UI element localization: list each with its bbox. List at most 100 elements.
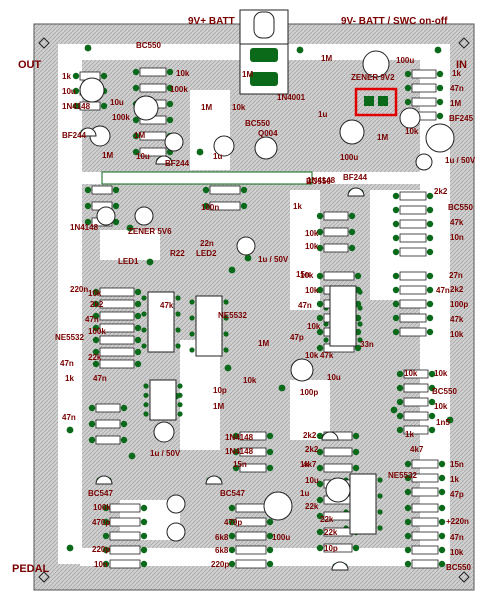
transistor-body [331, 561, 349, 571]
pad [232, 432, 240, 440]
pad [357, 321, 363, 327]
component-body [403, 369, 429, 379]
component-label: 100p [450, 300, 468, 309]
component-label: 47n [298, 301, 312, 310]
pad [84, 202, 92, 210]
component-body [399, 233, 427, 243]
pad [92, 360, 100, 368]
pad [92, 324, 100, 332]
pad [357, 305, 363, 311]
pad [120, 436, 128, 444]
pad [404, 474, 412, 482]
pad [392, 234, 400, 242]
pad [140, 532, 148, 540]
pad [316, 448, 324, 456]
pad [316, 244, 324, 252]
component-label: 1u [213, 152, 222, 161]
pad [396, 412, 404, 420]
component-label: +220n [446, 517, 469, 526]
component-label: NE5532 [218, 311, 247, 320]
pad [266, 532, 274, 540]
component-label: 10k [305, 286, 319, 295]
component-label: 1M [321, 54, 332, 63]
pad [266, 546, 274, 554]
pad [436, 98, 444, 106]
component-label: 22k [88, 353, 102, 362]
pad [202, 202, 210, 210]
component-label: 10k [307, 322, 321, 331]
component-label: 10k [305, 242, 319, 251]
pad [316, 314, 324, 322]
component-body [411, 83, 437, 93]
pad [266, 518, 274, 526]
pad [244, 254, 252, 262]
transistor-body [347, 187, 365, 197]
pad [72, 102, 80, 110]
capacitor-body [236, 236, 256, 256]
component-label: 22n [200, 239, 214, 248]
component-body [323, 543, 353, 553]
pad [316, 300, 324, 308]
pad [232, 448, 240, 456]
pad [132, 68, 140, 76]
pad [348, 244, 356, 252]
pad [404, 546, 412, 554]
pad [166, 84, 174, 92]
component-label: 15n [233, 460, 247, 469]
pad [426, 248, 434, 256]
pad [348, 212, 356, 220]
pad [92, 288, 100, 296]
pad [392, 328, 400, 336]
component-label: 1k [293, 202, 302, 211]
component-body [411, 473, 439, 483]
component-label: 47p [450, 490, 464, 499]
component-label: 22k [320, 515, 334, 524]
pad [132, 84, 140, 92]
pad [436, 112, 444, 120]
component-body [235, 559, 267, 569]
batt-minus-label: 9V- BATT / SWC on-off [341, 16, 448, 27]
pin-header [101, 171, 313, 185]
pad [377, 493, 383, 499]
component-label: 10p [324, 544, 338, 553]
pad [240, 202, 248, 210]
component-label: NE5532 [388, 471, 417, 480]
pad [240, 186, 248, 194]
component-label: 1N4001 [277, 93, 306, 102]
transistor-body [155, 155, 173, 165]
component-body [399, 247, 427, 257]
component-body [95, 403, 121, 413]
component-label: LED2 [196, 249, 217, 258]
pad [140, 518, 148, 526]
component-label: 10n [450, 233, 464, 242]
component-body [99, 311, 135, 321]
in-label: IN [456, 59, 467, 71]
component-body [95, 435, 121, 445]
pad [92, 336, 100, 344]
component-label: 10u [327, 373, 341, 382]
component-label: 1M [201, 103, 212, 112]
component-label: 1u / 50V [258, 255, 289, 264]
pad [120, 420, 128, 428]
pad [404, 560, 412, 568]
capacitor-body [254, 136, 278, 160]
pad [72, 72, 80, 80]
pad [428, 384, 436, 392]
pad [348, 228, 356, 236]
component-label: 220p [92, 545, 110, 554]
component-label: 470p [92, 518, 110, 527]
component-label: 10u [110, 98, 124, 107]
pad [438, 532, 446, 540]
pad [404, 460, 412, 468]
component-label: 10u [305, 476, 319, 485]
component-label: 10u [136, 152, 150, 161]
component-label: 2k2 [434, 187, 448, 196]
component-body [235, 545, 267, 555]
pad [140, 546, 148, 554]
component-label: 1M [213, 402, 224, 411]
component-label: 100u [272, 533, 290, 542]
pad [352, 544, 360, 552]
pad [316, 328, 324, 336]
component-label: Q004 [258, 129, 278, 138]
component-label: 10k [405, 127, 419, 136]
